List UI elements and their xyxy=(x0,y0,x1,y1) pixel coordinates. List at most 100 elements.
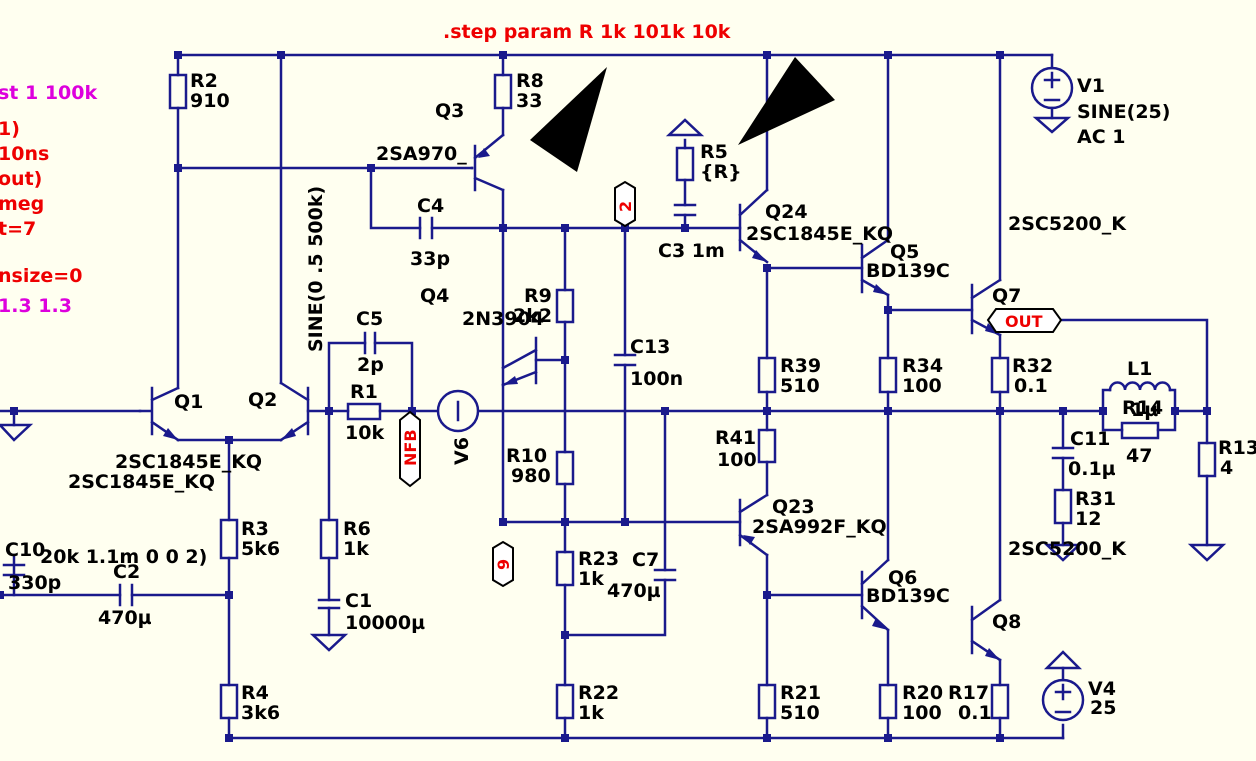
svg-text:AC 1: AC 1 xyxy=(1077,126,1125,148)
spice-directive[interactable]: out) xyxy=(0,168,42,190)
svg-text:R20: R20 xyxy=(902,682,943,704)
junctions xyxy=(0,51,1211,742)
svg-text:R10: R10 xyxy=(506,445,547,467)
svg-text:Q1: Q1 xyxy=(174,391,203,413)
svg-text:33p: 33p xyxy=(410,248,450,270)
svg-text:2SC5200_K: 2SC5200_K xyxy=(1008,538,1127,560)
spice-directive[interactable]: meg xyxy=(0,193,44,215)
svg-text:2k2: 2k2 xyxy=(513,305,552,327)
svg-text:R6: R6 xyxy=(343,518,371,540)
svg-text:2SC1845E_KQ: 2SC1845E_KQ xyxy=(746,223,893,245)
svg-text:510: 510 xyxy=(780,702,820,724)
svg-text:25: 25 xyxy=(1090,697,1116,719)
svg-text:0.1µ: 0.1µ xyxy=(1068,458,1116,480)
net-flag-nfb[interactable]: NFB xyxy=(399,410,421,488)
svg-text:R21: R21 xyxy=(780,682,821,704)
svg-text:2p: 2p xyxy=(357,354,384,376)
svg-text:5k6: 5k6 xyxy=(241,538,280,560)
svg-text:330p: 330p xyxy=(8,572,61,594)
svg-text:R5: R5 xyxy=(700,141,728,163)
svg-text:3k6: 3k6 xyxy=(241,702,280,724)
sources-and-grounds xyxy=(0,66,1227,722)
svg-text:9: 9 xyxy=(494,559,513,570)
svg-text:Q4: Q4 xyxy=(420,285,449,307)
svg-text:R22: R22 xyxy=(578,682,619,704)
svg-text:910: 910 xyxy=(190,90,230,112)
net-flag-out[interactable]: OUT xyxy=(986,308,1063,333)
svg-text:2: 2 xyxy=(616,201,635,212)
svg-text:100: 100 xyxy=(902,375,942,397)
spice-directive[interactable]: 1) xyxy=(0,118,20,140)
svg-text:R8: R8 xyxy=(516,70,544,92)
svg-text:R3: R3 xyxy=(241,518,269,540)
svg-text:100: 100 xyxy=(902,702,942,724)
svg-text:R13: R13 xyxy=(1218,437,1256,459)
svg-text:R23: R23 xyxy=(578,548,619,570)
svg-text:V1: V1 xyxy=(1077,75,1105,97)
triangle-shape xyxy=(530,67,607,172)
step-directive[interactable]: .step param R 1k 101k 10k xyxy=(443,21,731,43)
net-flag-2[interactable]: 2 xyxy=(614,180,636,228)
svg-text:1k: 1k xyxy=(343,538,369,560)
svg-text:C4: C4 xyxy=(417,195,444,217)
svg-text:47: 47 xyxy=(1126,445,1152,467)
svg-text:C5: C5 xyxy=(356,308,383,330)
component-labels: R2 910 R8 33 Q3 2SA970_ R5 {R} C3 1m C4 … xyxy=(5,70,1256,724)
svg-text:1k: 1k xyxy=(578,702,604,724)
inductor-l1 xyxy=(1108,381,1172,392)
svg-text:V4: V4 xyxy=(1088,678,1116,700)
svg-text:C3 1m: C3 1m xyxy=(658,240,725,262)
svg-text:R41: R41 xyxy=(715,427,756,449)
svg-text:10000µ: 10000µ xyxy=(345,612,425,634)
svg-text:20k 1.1m 0 0 2): 20k 1.1m 0 0 2) xyxy=(40,546,207,568)
svg-text:100: 100 xyxy=(717,449,757,471)
svg-text:980: 980 xyxy=(511,465,551,487)
svg-text:2SA992F_KQ: 2SA992F_KQ xyxy=(752,516,887,538)
param-directive[interactable]: st 1 100k xyxy=(0,82,98,104)
svg-text:C1: C1 xyxy=(345,590,372,612)
svg-text:V6: V6 xyxy=(451,437,473,465)
svg-text:OUT: OUT xyxy=(1005,312,1043,331)
spice-directive[interactable]: 1.3 1.3 xyxy=(0,295,72,317)
svg-text:R4: R4 xyxy=(241,682,269,704)
svg-text:1k: 1k xyxy=(578,568,604,590)
svg-text:R2: R2 xyxy=(190,70,218,92)
svg-text:2SC1845E_KQ: 2SC1845E_KQ xyxy=(115,451,262,473)
svg-text:R34: R34 xyxy=(902,355,943,377)
svg-text:4: 4 xyxy=(1220,457,1233,479)
svg-text:BD139C: BD139C xyxy=(866,260,950,282)
transistors xyxy=(138,133,1002,662)
svg-text:R39: R39 xyxy=(780,355,821,377)
svg-text:R9: R9 xyxy=(524,285,552,307)
svg-text:Q24: Q24 xyxy=(765,201,808,223)
svg-text:2SA970_: 2SA970_ xyxy=(376,143,467,165)
svg-text:R17: R17 xyxy=(948,682,989,704)
spice-directive[interactable]: 10ns xyxy=(0,143,49,165)
svg-text:12: 12 xyxy=(1075,508,1101,530)
spice-directive[interactable]: nsize=0 xyxy=(0,265,82,287)
svg-text:C13: C13 xyxy=(630,336,670,358)
svg-text:NFB: NFB xyxy=(401,429,420,466)
svg-text:510: 510 xyxy=(780,375,820,397)
svg-text:1µ: 1µ xyxy=(1131,399,1158,421)
svg-text:Q2: Q2 xyxy=(248,389,277,411)
svg-text:100n: 100n xyxy=(630,368,683,390)
svg-text:2SC1845E_KQ: 2SC1845E_KQ xyxy=(68,471,215,493)
svg-text:R31: R31 xyxy=(1075,488,1116,510)
svg-text:R32: R32 xyxy=(1012,355,1053,377)
svg-text:0.1: 0.1 xyxy=(958,702,992,724)
triangle-shape xyxy=(738,57,835,145)
svg-text:C7: C7 xyxy=(632,549,659,571)
net-flag-9[interactable]: 9 xyxy=(492,540,514,588)
spice-directive[interactable]: t=7 xyxy=(0,218,36,240)
svg-text:R14: R14 xyxy=(1122,397,1163,419)
svg-text:33: 33 xyxy=(516,90,542,112)
svg-text:R1: R1 xyxy=(350,381,378,403)
svg-text:Q3: Q3 xyxy=(435,100,464,122)
svg-text:10k: 10k xyxy=(345,422,384,444)
svg-text:Q6: Q6 xyxy=(888,567,917,589)
resistors xyxy=(168,73,1217,720)
svg-text:C10: C10 xyxy=(5,539,45,561)
svg-text:BD139C: BD139C xyxy=(866,585,950,607)
